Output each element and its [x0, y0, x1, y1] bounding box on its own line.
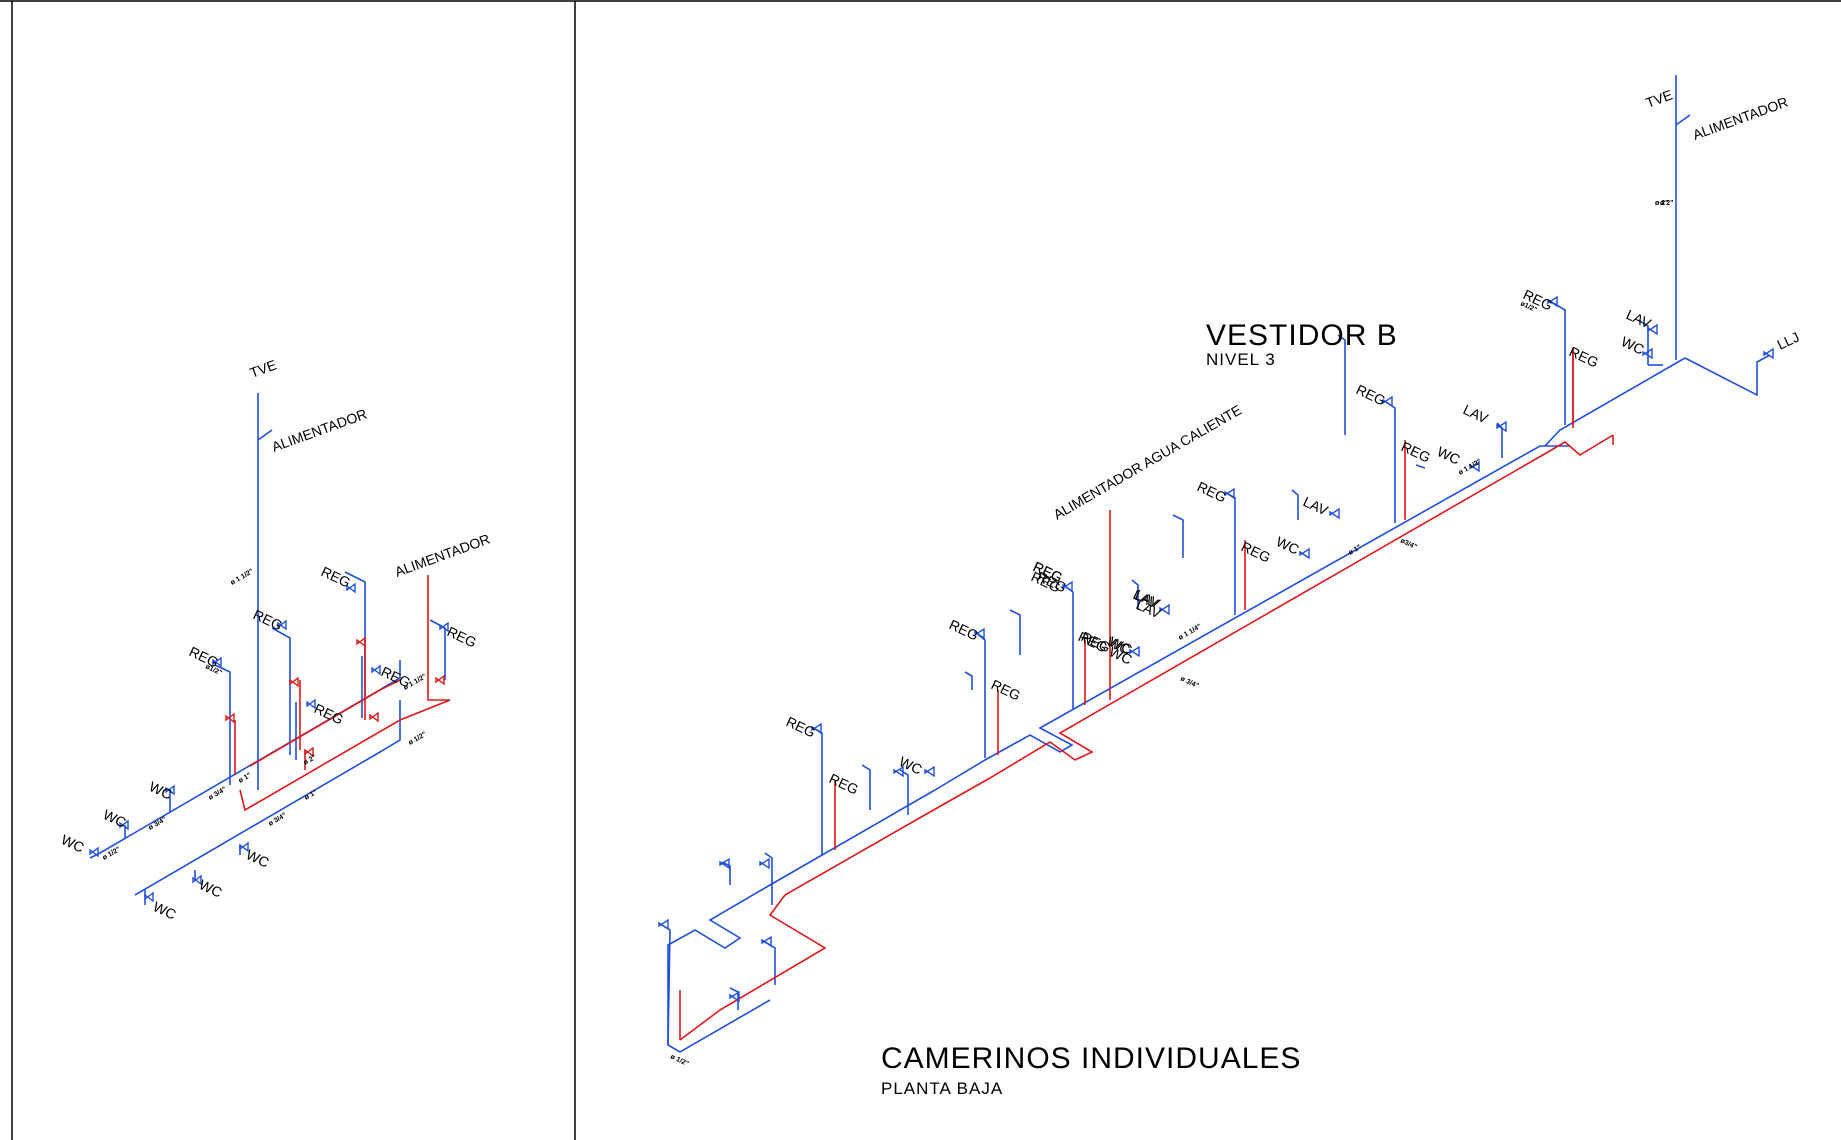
pipe-size-label: ø 1" — [1348, 544, 1363, 557]
fixture-label: REG — [1195, 478, 1229, 505]
fixture-label: WC — [151, 898, 179, 922]
fixture-label: REG — [1399, 438, 1433, 465]
right-alimentador-cold-label: ALIMENTADOR — [1691, 94, 1791, 143]
left-tve-label: TVE — [248, 356, 279, 380]
pipe-size-label: ø 2" — [1655, 200, 1668, 207]
right-hot-piping — [679, 348, 1614, 1041]
left-hot-piping — [234, 575, 451, 812]
fixture-label: LAV — [1301, 493, 1331, 519]
pipe-size-label: ø 1/2" — [408, 731, 428, 747]
fixture-label: WC — [197, 876, 225, 900]
right-cold-piping — [658, 75, 1771, 1053]
right-valves — [658, 295, 1774, 1003]
pipe-size-label: ø 3/4" — [268, 812, 288, 828]
pipe-size-label: ø 3/4" — [148, 816, 168, 832]
fixture-label: REG — [1354, 381, 1388, 408]
left-labels: TVE ALIMENTADOR ALIMENTADOR ø 1 1/2" REG… — [59, 356, 492, 922]
fixture-label: REG — [319, 563, 353, 590]
pipe-size-label: ø 1/2" — [669, 1053, 689, 1067]
pipe-size-label: ø3/4" — [1399, 537, 1418, 551]
fixture-label: LAV — [1461, 401, 1491, 427]
fixture-label: REG — [947, 616, 981, 643]
left-riser-diameter: ø 1 1/2" — [230, 568, 255, 587]
fixture-label: LAV — [1624, 306, 1654, 332]
fixture-label: WC — [1435, 443, 1463, 467]
llj-label: LLJ — [1775, 329, 1802, 353]
fixture-label: REG — [827, 770, 861, 797]
pipe-size-label: ø 1/2" — [102, 846, 122, 862]
fixture-label: REG — [445, 623, 479, 650]
right-alimentador-hot-label: ALIMENTADOR AGUA CALIENTE — [1051, 402, 1245, 523]
fixture-label: REG — [1076, 628, 1110, 655]
right-isometric-view: TVE ALIMENTADOR ALIMENTADOR AGUA CALIENT… — [658, 75, 1802, 1068]
fixture-label: WC — [244, 846, 272, 870]
camerinos-title: CAMERINOS INDIVIDUALES — [881, 1042, 1301, 1075]
pipe-size-label: ø 1" — [238, 772, 253, 785]
left-isometric-view: TVE ALIMENTADOR ALIMENTADOR ø 1 1/2" REG… — [59, 356, 492, 922]
fixture-label: REG — [312, 700, 346, 727]
left-valves — [89, 582, 449, 903]
fixture-label: REG — [1239, 538, 1273, 565]
fixture-label: REG — [989, 676, 1023, 703]
vestidor-title: VESTIDOR B — [1206, 319, 1398, 352]
left-cold-piping — [89, 393, 446, 905]
fixture-label: REG — [1567, 343, 1601, 370]
left-alimentador-cold-label: ALIMENTADOR — [270, 406, 370, 455]
titles: VESTIDOR B NIVEL 3 CAMERINOS INDIVIDUALE… — [881, 319, 1398, 1098]
fixture-label: REG — [251, 606, 285, 633]
pipe-size-label: ø 3/4" — [1179, 675, 1199, 689]
camerinos-subtitle: PLANTA BAJA — [881, 1079, 1003, 1098]
fixture-label: WC — [59, 831, 87, 855]
vestidor-subtitle: NIVEL 3 — [1206, 350, 1276, 369]
left-alimentador-hot-label: ALIMENTADOR — [393, 531, 493, 580]
right-tve-label: TVE — [1644, 86, 1675, 110]
fixture-label: REG — [784, 713, 818, 740]
pipe-size-label: ø 1" — [304, 789, 319, 802]
right-riser-diameter: ø 2" — [1660, 200, 1673, 207]
fixture-label: REG — [187, 643, 221, 670]
fixture-label: WC — [1274, 533, 1302, 557]
